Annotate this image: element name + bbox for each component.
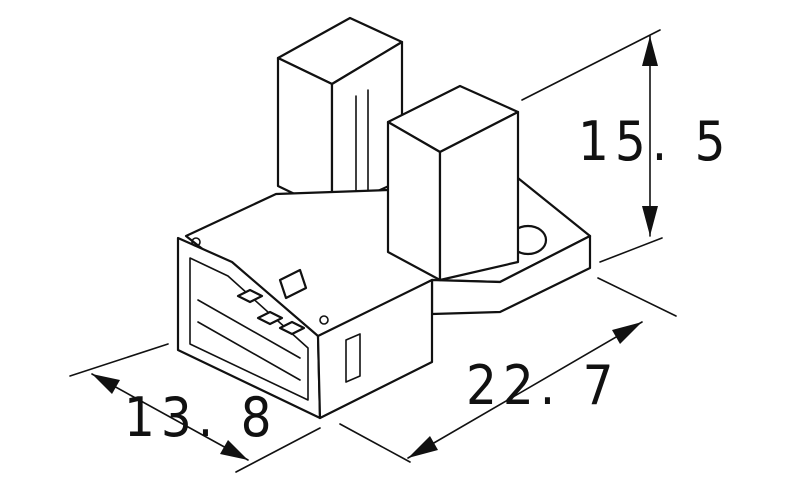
width-dimension-line: [407, 321, 643, 459]
rear-tower-slot: [355, 89, 369, 207]
width-extension-line: [339, 423, 411, 463]
connector-latch: [278, 268, 308, 300]
width-label: 22. 7: [466, 354, 620, 417]
height-arrow-bottom: [642, 206, 658, 236]
depth-extension-line: [69, 343, 169, 377]
width-extension-line: [597, 277, 677, 317]
connector-housing-side: [316, 278, 434, 420]
depth-dimension: 13. 8: [69, 343, 321, 473]
housing-screw-dot: [319, 315, 329, 325]
depth-dimension-line: [91, 373, 249, 461]
height-arrow-top: [642, 36, 658, 66]
depth-arrow-right: [220, 440, 248, 460]
connector-pin: [236, 288, 264, 304]
height-dimension: 15. 5: [521, 29, 732, 263]
connector-inner-frame: [189, 257, 309, 401]
housing-screw-dot: [191, 237, 201, 247]
sensor-body: [176, 16, 592, 420]
rear-tower-front: [276, 56, 334, 214]
height-extension-line: [599, 237, 663, 263]
height-label: 15. 5: [578, 110, 732, 173]
connector-inner-floor: [197, 299, 301, 381]
height-extension-line: [521, 29, 661, 101]
depth-label: 13. 8: [124, 386, 278, 449]
width-dimension: 22. 7: [339, 277, 677, 463]
depth-extension-line: [235, 427, 321, 473]
connector-pin: [278, 320, 306, 336]
width-arrow-left: [408, 436, 438, 458]
depth-arrow-left: [92, 374, 120, 394]
housing-notch: [345, 333, 361, 383]
width-arrow-right: [612, 322, 642, 344]
front-tower-side: [438, 110, 520, 282]
connector-pin: [256, 310, 284, 326]
